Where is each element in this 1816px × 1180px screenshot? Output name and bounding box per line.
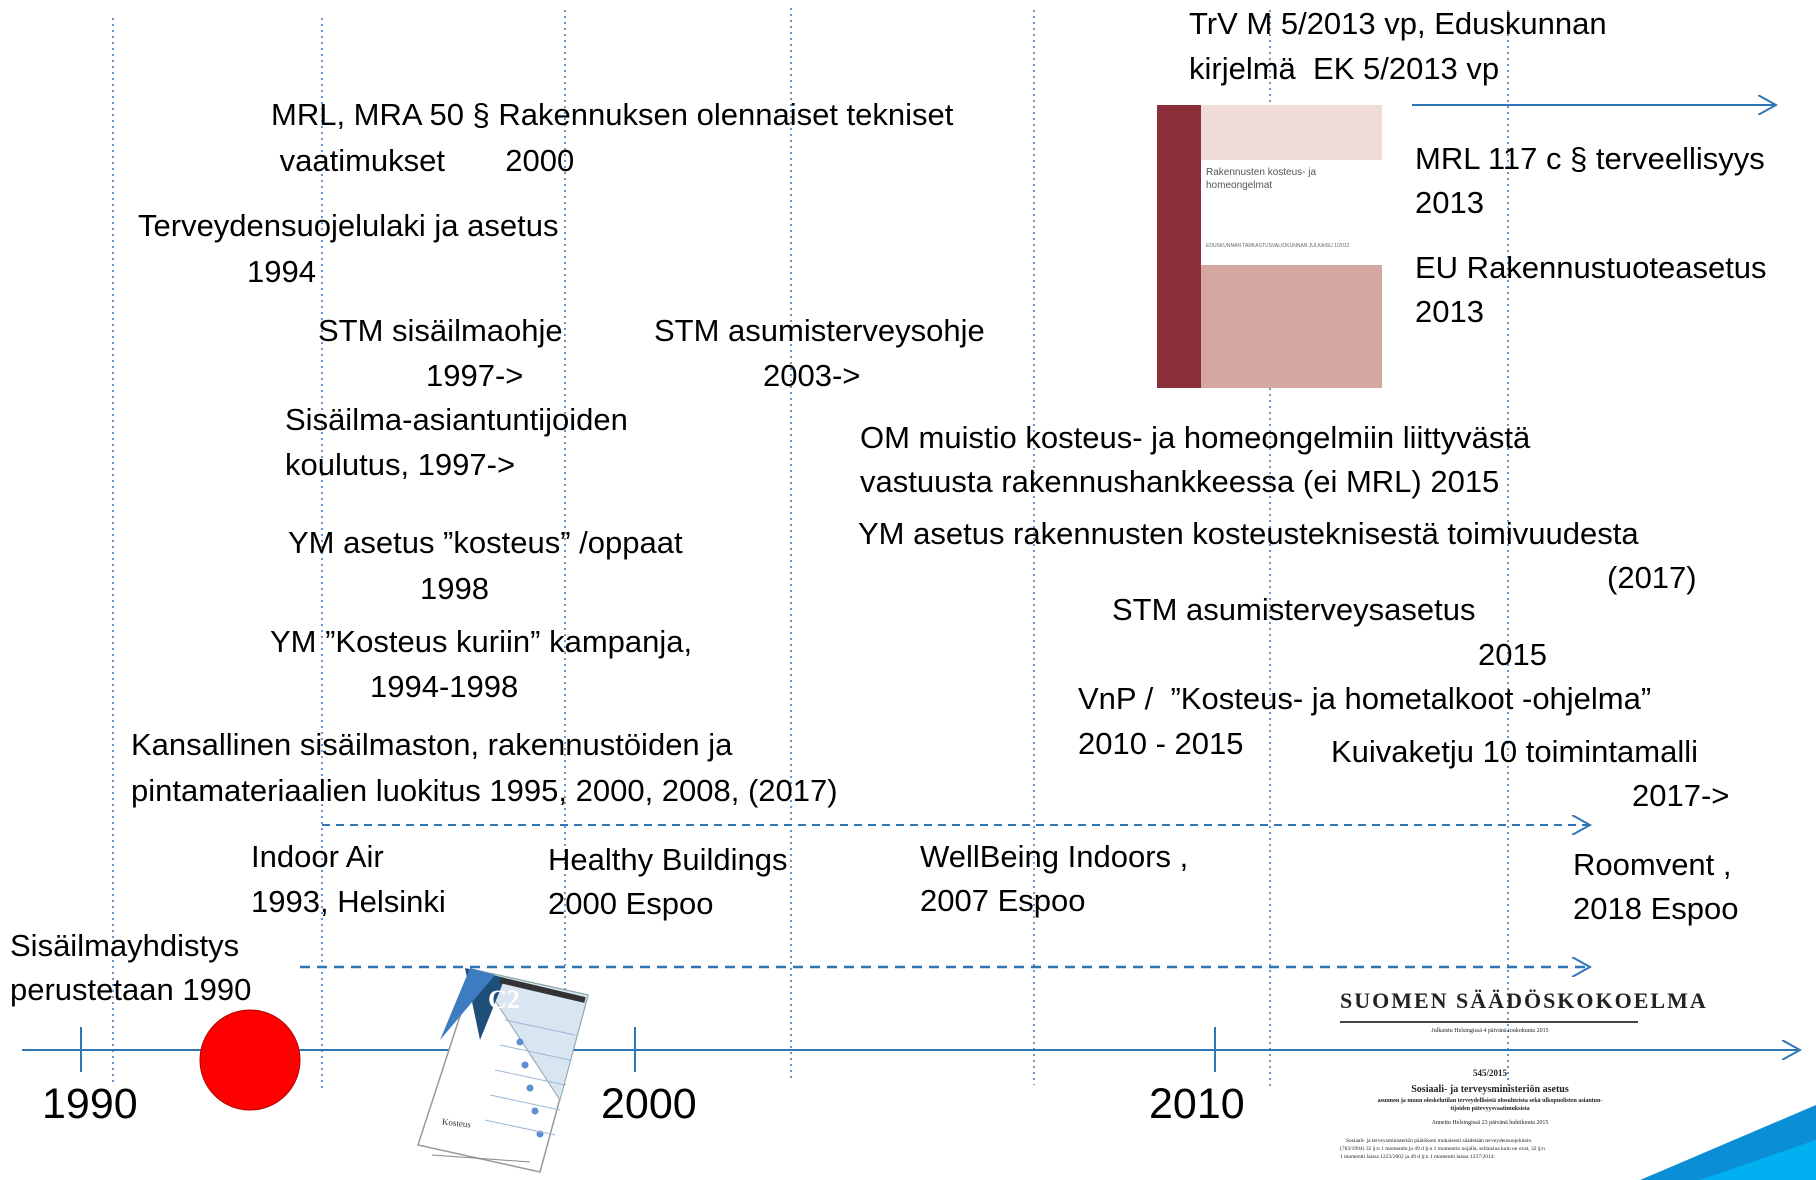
- event-stm-asumis-1: STM asumisterveysohje: [654, 313, 985, 348]
- event-terveydensuojelulaki-2: 1994: [247, 254, 316, 289]
- event-sisailmayhdistys-1: Sisäilmayhdistys: [10, 928, 240, 963]
- event-om-muistio-1: OM muistio kosteus- ja homeongelmiin lii…: [860, 420, 1531, 455]
- event-mrl-mra-2: vaatimukset 2000: [271, 143, 575, 178]
- red-dot: [199, 1009, 301, 1111]
- statute-body-2: (763/1994) 32 §:n 1 momentin ja 49 d §:n…: [1340, 1146, 1545, 1152]
- event-ym-toimivuus-1: YM asetus rakennusten kosteusteknisestä …: [858, 516, 1639, 551]
- event-roomvent-2: 2018 Espoo: [1573, 891, 1739, 926]
- statute-header: SUOMEN SÄÄDÖSKOKOELMA: [1340, 988, 1708, 1013]
- event-indoor-air-2: 1993, Helsinki: [251, 884, 446, 919]
- report-cover-subtitle: EDUSKUNNAN TARKASTUSVALIOKUNNAN JULKAISU…: [1206, 243, 1350, 249]
- event-ym-kosteus-1: YM asetus ”kosteus” /oppaat: [288, 525, 683, 560]
- event-indoor-air-1: Indoor Air: [251, 839, 384, 874]
- c2-label: C2: [488, 985, 520, 1014]
- event-koulutus-2: koulutus, 1997->: [285, 447, 516, 482]
- event-vnp-1: VnP / ”Kosteus- ja hometalkoot -ohjelma”: [1078, 681, 1652, 716]
- event-kampanja-1: YM ”Kosteus kuriin” kampanja,: [270, 624, 693, 659]
- statute-subtitle-2: tijoiden pätevyysvaatimuksista: [1450, 1106, 1530, 1112]
- statute-body-3: 1 momentti laissa 1223/2002 ja 49 d §:n …: [1340, 1154, 1496, 1160]
- event-koulutus-1: Sisäilma-asiantuntijoiden: [285, 402, 628, 437]
- report-cover-title-1: Rakennusten kosteus- ja: [1206, 167, 1317, 178]
- event-stm-sisailma-1: STM sisäilmaohje: [318, 313, 563, 348]
- event-sisailmayhdistys-2: perustetaan 1990: [10, 972, 252, 1007]
- statute-body-1: Sosiaali- ja terveysministeriön päätökse…: [1346, 1138, 1532, 1144]
- event-roomvent-1: Roomvent ,: [1573, 847, 1732, 882]
- statute-given: Annettu Helsingissä 23 päivänä huhtikuut…: [1431, 1120, 1549, 1126]
- event-kampanja-2: 1994-1998: [370, 669, 519, 704]
- event-mrl-mra-1: MRL, MRA 50 § Rakennuksen olennaiset tek…: [271, 97, 954, 132]
- event-ym-toimivuus-2: (2017): [1607, 560, 1697, 595]
- event-trv-1: TrV M 5/2013 vp, Eduskunnan: [1189, 6, 1607, 41]
- event-vnp-2: 2010 - 2015: [1078, 726, 1244, 761]
- event-kuivaketju-2: 2017->: [1632, 778, 1730, 813]
- event-om-muistio-2: vastuusta rakennushankkeessa (ei MRL) 20…: [860, 464, 1500, 499]
- event-terveydensuojelulaki-1: Terveydensuojelulaki ja asetus: [138, 208, 559, 243]
- event-mrl117-1: MRL 117 c § terveellisyys: [1415, 141, 1765, 176]
- event-ym-kosteus-2: 1998: [420, 571, 489, 606]
- event-stm-asetus-2: 2015: [1478, 637, 1547, 672]
- report-cover: Rakennusten kosteus- ja homeongelmat EDU…: [1157, 105, 1382, 388]
- event-healthy-buildings-2: 2000 Espoo: [548, 886, 714, 921]
- event-trv-2: kirjelmä EK 5/2013 vp: [1189, 51, 1500, 86]
- event-wellbeing-2: 2007 Espoo: [920, 883, 1086, 918]
- year-2000: 2000: [601, 1080, 697, 1128]
- event-luokitus-2: pintamateriaalien luokitus 1995, 2000, 2…: [131, 773, 838, 808]
- statute-subtitle-1: asunnon ja muun oleskelutilan terveydell…: [1377, 1098, 1603, 1104]
- year-1990: 1990: [42, 1080, 138, 1128]
- event-wellbeing-1: WellBeing Indoors ,: [920, 839, 1189, 874]
- event-eu-2: 2013: [1415, 294, 1484, 329]
- event-kuivaketju-1: Kuivaketju 10 toimintamalli: [1331, 734, 1699, 769]
- year-2010: 2010: [1149, 1080, 1245, 1128]
- statute-number: 545/2015: [1472, 1068, 1507, 1078]
- event-eu-1: EU Rakennustuoteasetus: [1415, 250, 1767, 285]
- event-healthy-buildings-1: Healthy Buildings: [548, 842, 788, 877]
- event-stm-asetus-1: STM asumisterveysasetus: [1112, 592, 1476, 627]
- statute-published: Julkaistu Helsingissä 4 päivänä toukokuu…: [1431, 1028, 1549, 1034]
- report-cover-title-2: homeongelmat: [1206, 180, 1273, 191]
- event-stm-asumis-2: 2003->: [763, 358, 861, 393]
- event-stm-sisailma-2: 1997->: [426, 358, 524, 393]
- statute-title: Sosiaali- ja terveysministeriön asetus: [1411, 1084, 1569, 1095]
- event-luokitus-1: Kansallinen sisäilmaston, rakennustöiden…: [131, 727, 733, 762]
- event-mrl117-2: 2013: [1415, 185, 1484, 220]
- statute-document: SUOMEN SÄÄDÖSKOKOELMA Julkaistu Helsingi…: [1336, 980, 1706, 1180]
- c2-booklet-illustration: [417, 968, 589, 1173]
